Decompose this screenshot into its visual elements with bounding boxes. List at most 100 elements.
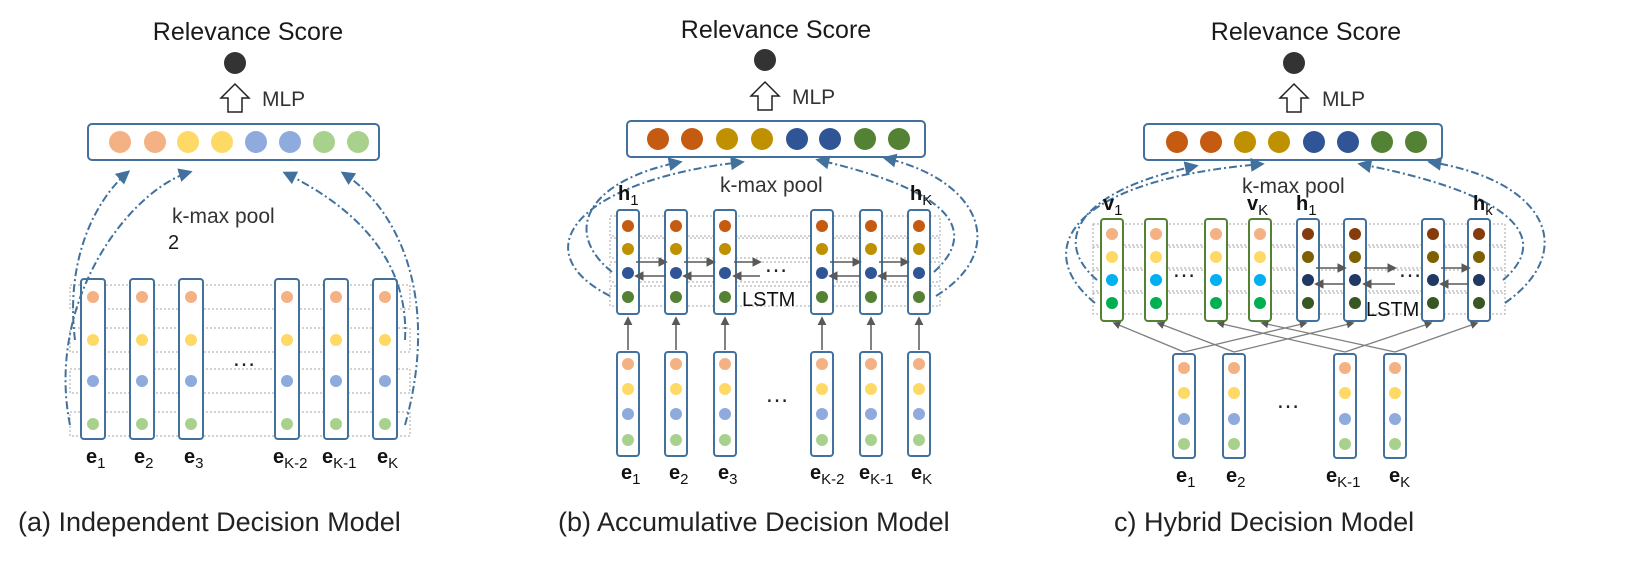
input-label: e2 (1226, 465, 1245, 491)
panel-b-caption: (b) Accumulative Decision Model (558, 507, 950, 537)
kmax-pool-arrows (1065, 156, 1546, 304)
h-last-label: hK (910, 183, 932, 209)
h-column (1421, 218, 1445, 322)
input-column (1172, 353, 1196, 459)
input-label: eK-1 (1326, 465, 1360, 491)
kmax-pool-arrows (567, 153, 979, 297)
panel-a-ellipsis: … (232, 345, 256, 372)
h-column (1467, 218, 1491, 322)
panel-c: Relevance Score MLP k-max pool (1065, 18, 1546, 537)
mlp-arrow-icon (1278, 82, 1310, 113)
v-last-label: vK (1247, 193, 1268, 219)
v-column (1144, 218, 1168, 322)
input-column (178, 278, 204, 440)
input-column (1333, 353, 1357, 459)
input-label: eK-2 (273, 446, 307, 472)
input-to-hidden-arrows (1112, 320, 1479, 353)
panel-b-mlp-label: MLP (792, 86, 835, 109)
pooled-vector (626, 120, 926, 158)
h-column (1343, 218, 1367, 322)
input-column (810, 351, 834, 457)
panel-b-lstm-ellipsis: … (764, 251, 788, 278)
lstm-arrows (1314, 263, 1471, 289)
panel-a-caption: (a) Independent Decision Model (18, 507, 401, 537)
h-first-label: h1 (618, 183, 639, 209)
panel-a: Relevance Score MLP k-max pool 2 (18, 18, 420, 537)
panel-c-pool-label: k-max pool (1242, 175, 1345, 198)
hidden-column (907, 209, 931, 315)
panel-a-title: Relevance Score (153, 18, 343, 46)
input-label: eK-1 (859, 462, 893, 488)
lstm-arrows (634, 257, 910, 281)
panel-c-title: Relevance Score (1211, 18, 1401, 46)
input-column (129, 278, 155, 440)
input-label: eK (911, 462, 932, 488)
panel-a-mlp-label: MLP (262, 88, 305, 111)
panel-b-lstm-label: LSTM (742, 289, 795, 311)
pooled-vector (87, 123, 380, 161)
input-column (1222, 353, 1246, 459)
input-column (907, 351, 931, 457)
hidden-column (859, 209, 883, 315)
input-label: e1 (1176, 465, 1195, 491)
input-label: e2 (134, 446, 153, 472)
panel-c-ellipsis: … (1276, 387, 1300, 414)
pooled-vector-nodes (109, 131, 369, 153)
h-first-label: h1 (1296, 193, 1317, 219)
relevance-score-node (754, 49, 776, 71)
mlp-arrow-icon (749, 80, 781, 111)
input-label: eK (377, 446, 398, 472)
hidden-column (810, 209, 834, 315)
input-label: e3 (718, 462, 737, 488)
relevance-score-node (224, 52, 246, 74)
input-label: e1 (86, 446, 105, 472)
hidden-column (713, 209, 737, 315)
panel-c-lstm-label: LSTM (1366, 299, 1419, 321)
panel-c-v-ellipsis: … (1172, 256, 1196, 283)
panel-c-mlp-label: MLP (1322, 88, 1365, 111)
panel-c-caption: c) Hybrid Decision Model (1114, 507, 1414, 537)
hidden-column (664, 209, 688, 315)
pooled-vector (1143, 123, 1443, 161)
hidden-column (616, 209, 640, 315)
h-columns (1296, 218, 1491, 322)
input-label: eK (1389, 465, 1410, 491)
input-label: e2 (669, 462, 688, 488)
input-label: eK-1 (322, 446, 356, 472)
input-label: e3 (184, 446, 203, 472)
v-column (1100, 218, 1124, 322)
v-column (1204, 218, 1228, 322)
h-last-label: hk (1473, 193, 1493, 219)
panel-c-lstm-ellipsis: … (1398, 256, 1422, 283)
input-column (1383, 353, 1407, 459)
input-label: e1 (621, 462, 640, 488)
input-to-hidden-arrows (623, 316, 924, 350)
panel-b-title: Relevance Score (681, 16, 871, 44)
mlp-arrow-icon (219, 82, 251, 113)
input-labels-c: e1 e2 eK-1 eK (1176, 465, 1410, 491)
v-column (1248, 218, 1272, 322)
panel-a-pool-label: k-max pool (172, 205, 275, 228)
input-columns-a (80, 278, 398, 440)
panel-b-pool-label: k-max pool (720, 174, 823, 197)
input-column (323, 278, 349, 440)
v-first-label: v1 (1103, 193, 1122, 219)
input-column (664, 351, 688, 457)
panel-a-pool-k: 2 (168, 232, 179, 254)
input-columns-c (1172, 353, 1407, 459)
input-labels-b: e1 e2 e3 eK-2 eK-1 eK (621, 462, 932, 488)
pooled-vector-nodes (1166, 131, 1427, 153)
hidden-columns-b (616, 209, 931, 315)
panel-b: Relevance Score MLP k-max pool (558, 16, 979, 537)
input-column (80, 278, 106, 440)
pooled-vector-nodes (647, 128, 910, 150)
input-column (616, 351, 640, 457)
input-column (859, 351, 883, 457)
h-column (1296, 218, 1320, 322)
panel-b-ellipsis: … (765, 381, 789, 408)
input-column (274, 278, 300, 440)
v-columns (1100, 218, 1272, 322)
relevance-score-node (1283, 52, 1305, 74)
input-labels-a: e1 e2 e3 eK-2 eK-1 eK (86, 446, 398, 472)
